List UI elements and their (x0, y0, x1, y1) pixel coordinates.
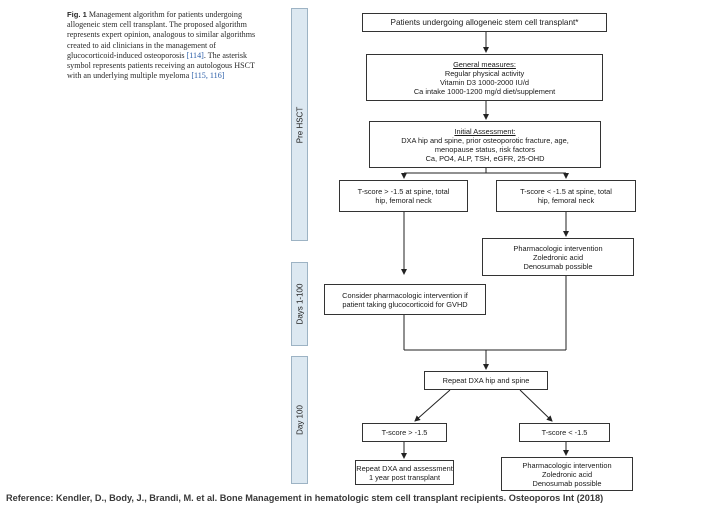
box-title: Initial Assessment: (454, 126, 516, 136)
box-line: Zoledronic acid (532, 252, 584, 262)
box-line: T-score > -1.5 at spine, total (357, 187, 450, 196)
box-repeat-dxa: Repeat DXA hip and spine (424, 371, 548, 390)
box-line: Consider pharmacologic intervention if (342, 290, 468, 300)
box-line: Pharmacologic intervention (513, 243, 603, 253)
box-line: menopause status, risk factors (434, 144, 536, 154)
box-line: Ca intake 1000-1200 mg/d diet/supplement (413, 86, 556, 96)
box-pharm-intervention-1: Pharmacologic intervention Zoledronic ac… (482, 238, 634, 276)
box-line: hip, femoral neck (375, 196, 432, 205)
caption-text: Management algorithm for patients underg… (67, 10, 256, 60)
box-patients-transplant: Patients undergoing allogeneic stem cell… (362, 13, 607, 32)
caption-text-2: . The asterisk symbol represents patient… (67, 50, 255, 81)
box-repeat-assessment: Repeat DXA and assessment 1 year post tr… (355, 460, 454, 485)
box-line: Regular physical activity (444, 68, 525, 78)
reference-text: Reference: Kendler, D., Body, J., Brandi… (6, 493, 604, 503)
phase-day-100: Day 100 (291, 356, 308, 484)
box-line: Denosumab possible (523, 261, 593, 271)
box-t2-ge: T-score > -1.5 (362, 423, 447, 442)
box-tscore-lt: T-score < -1.5 at spine, total hip, femo… (496, 180, 636, 212)
box-title: General measures: (453, 59, 516, 69)
box-line: Ca, PO4, ALP, TSH, eGFR, 25-OHD (425, 153, 545, 163)
box-text: T-score > -1.5 (381, 428, 428, 437)
box-line: 1 year post transplant (368, 472, 441, 482)
phase-days-1-100: Days 1-100 (291, 262, 308, 346)
box-line: Pharmacologic intervention (522, 460, 612, 470)
box-general-measures: General measures: Regular physical activ… (366, 54, 603, 101)
box-line: Vitamin D3 1000-2000 IU/d (439, 77, 530, 87)
box-line: Denosumab possible (532, 478, 602, 488)
box-text: Repeat DXA hip and spine (442, 376, 530, 385)
phase-pre-hsct: Pre HSCT (291, 8, 308, 241)
box-t2-lt: T-score < -1.5 (519, 423, 610, 442)
box-line: DXA hip and spine, prior osteoporotic fr… (401, 135, 569, 145)
box-line: patient taking glucocorticoid for GVHD (342, 299, 468, 309)
box-text: T-score < -1.5 (541, 428, 588, 437)
box-tscore-ge: T-score > -1.5 at spine, total hip, femo… (339, 180, 468, 212)
box-line: T-score < -1.5 at spine, total (520, 187, 612, 196)
figure-number: Fig. 1 (67, 10, 87, 19)
box-initial-assessment: Initial Assessment: DXA hip and spine, p… (369, 121, 601, 168)
box-line: hip, femoral neck (537, 196, 595, 205)
box-line: Repeat DXA and assessment (356, 463, 453, 473)
box-consider-pharm: Consider pharmacologic intervention if p… (324, 284, 486, 315)
citation-link[interactable]: [115, 116] (191, 71, 225, 81)
box-line: Zoledronic acid (541, 469, 593, 479)
figure-caption: Fig. 1 Management algorithm for patients… (67, 10, 263, 81)
citation-link[interactable]: [114] (186, 50, 204, 60)
box-pharm-intervention-2: Pharmacologic intervention Zoledronic ac… (501, 457, 633, 491)
box-text: Patients undergoing allogeneic stem cell… (390, 18, 579, 27)
